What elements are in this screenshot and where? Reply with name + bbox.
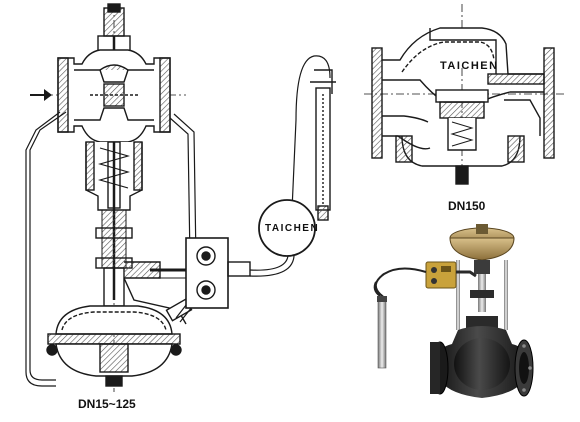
bonnet-section: [85, 141, 143, 300]
valve-body-section: [57, 49, 171, 143]
stem-column: [95, 209, 193, 325]
dn150-caption: DN150: [448, 199, 486, 213]
left-sensor-label: TAICHEN: [265, 223, 320, 234]
valve-photo: [373, 224, 534, 398]
dn150-body-label: TAICHEN: [440, 60, 499, 72]
left-diagram-caption: DN15~125: [78, 397, 136, 411]
temperature-probe: [310, 69, 336, 221]
round-sensor-dial: [258, 199, 316, 257]
flow-arrow-icon: [30, 89, 52, 101]
left-section-diagram: [25, 3, 336, 392]
dn150-left-flange: [371, 47, 383, 159]
impulse-pipe-left: [25, 111, 67, 387]
dn150-body-diagram: [364, 4, 566, 185]
dn150-right-flange: [543, 47, 555, 159]
photo-sensor-rod: [377, 297, 387, 369]
diaphragm-actuator: [46, 305, 182, 387]
signal-converter-block: [150, 237, 251, 309]
junction-box: [425, 261, 457, 289]
